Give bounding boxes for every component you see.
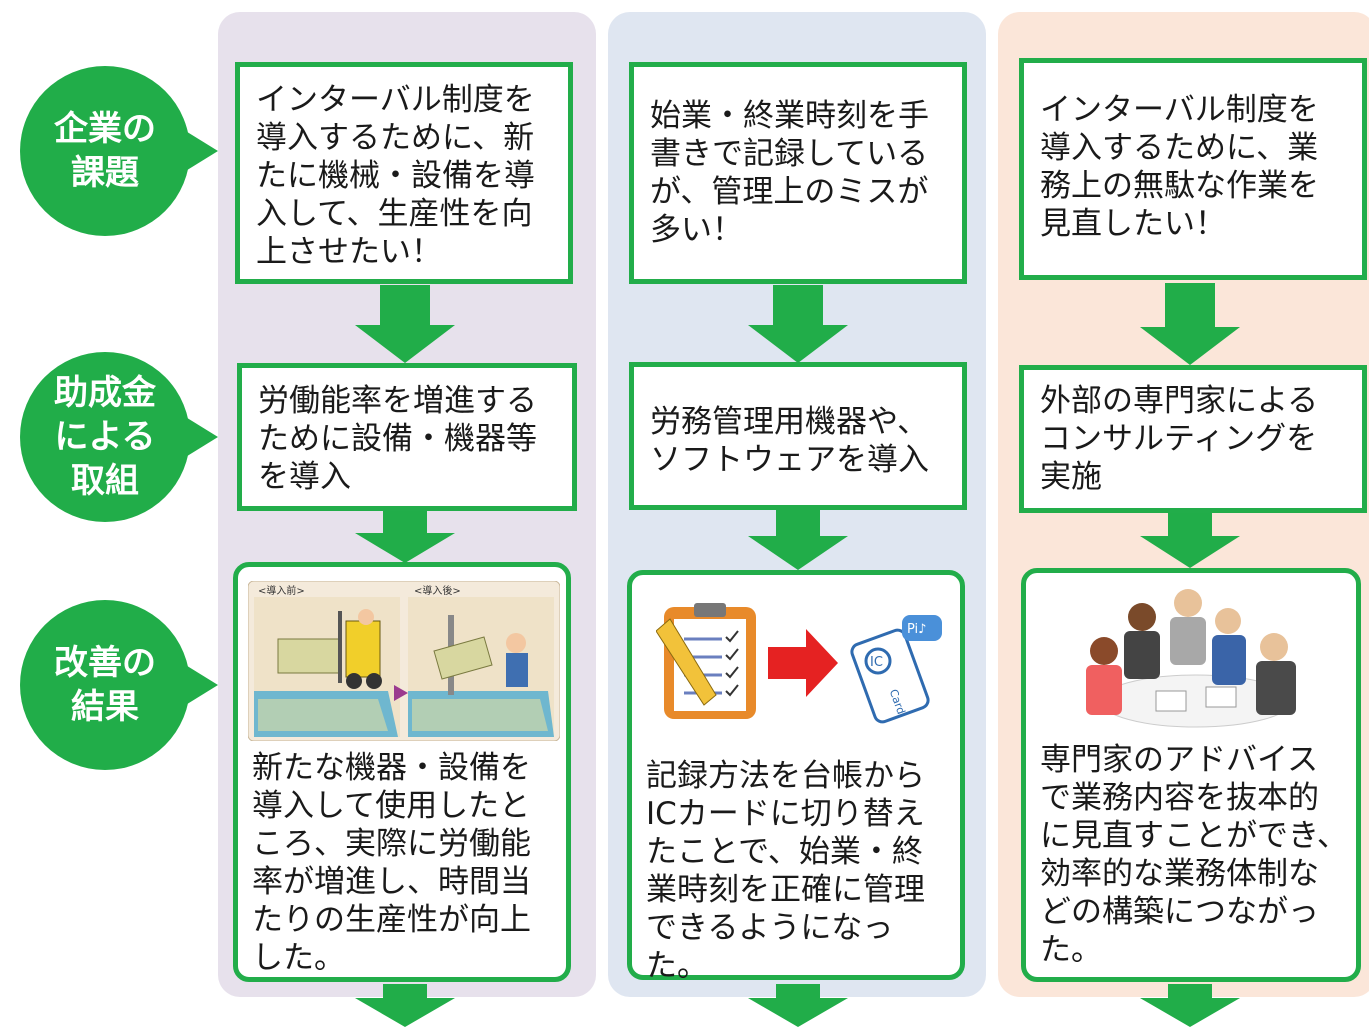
svg-text:Pi♪: Pi♪: [907, 622, 926, 637]
row-label-result: 改善の 結果: [20, 600, 218, 770]
row-label-action-line3: 取組: [71, 461, 139, 501]
svg-text:IC: IC: [870, 655, 883, 670]
action-box-consulting: 外部の専門家による コンサルティングを 実施: [1019, 365, 1367, 513]
row-label-issue-line1: 企業の: [54, 109, 156, 149]
action-box-machinery: 労働能率を増進する ために設備・機器等 を導入: [237, 363, 577, 511]
row-label-action-line1: 助成金: [54, 373, 156, 413]
down-arrow-icon: [1140, 513, 1240, 568]
forklift-before-after-illustration: <導入前> <導入後>: [248, 581, 560, 741]
red-arrow-icon: [768, 629, 838, 697]
down-arrow-icon: [1140, 984, 1240, 1027]
result-text-machinery: 新たな機器・設備を 導入して使用したと ころ、実際に労働能 率が増進し、時間当 …: [252, 750, 531, 976]
ic-card-icon: IC Card Pi♪: [850, 615, 942, 724]
result-box-consulting: 専門家のアドバイス で業務内容を抜本的 に見直すことができ、 効率的な業務体制な…: [1021, 568, 1361, 982]
row-label-result-line2: 結果: [71, 687, 139, 727]
down-arrow-icon: [355, 285, 455, 363]
issue-box-consulting: インターバル制度を 導入するために、業 務上の無駄な作業を 見直したい！: [1019, 58, 1367, 280]
meeting-illustration: [1086, 589, 1296, 728]
issue-box-machinery: インターバル制度を 導入するために、新 たに機械・設備を導 入して、生産性を向 …: [235, 62, 573, 284]
down-arrow-icon: [355, 511, 455, 563]
result-text-consulting: 専門家のアドバイス で業務内容を抜本的 に見直すことができ、 効率的な業務体制な…: [1040, 742, 1348, 968]
result-box-machinery: <導入前> <導入後> 新たな機器・設備を 導入して使用したと ころ、実際に労働…: [233, 562, 571, 982]
down-arrow-icon: [748, 510, 848, 570]
down-arrow-icon: [1140, 283, 1240, 365]
row-label-action: 助成金 による 取組: [20, 352, 218, 522]
down-arrow-icon: [355, 984, 455, 1027]
row-label-issue-line2: 課題: [71, 153, 139, 193]
issue-box-attendance: 始業・終業時刻を手 書きで記録している が、管理上のミスが 多い！: [629, 62, 967, 284]
clipboard-to-ic-card-illustration: IC Card Pi♪: [656, 603, 942, 724]
before-label: <導入前>: [258, 584, 305, 597]
clipboard-icon: [656, 603, 756, 719]
action-box-attendance: 労務管理用機器や、 ソフトウェアを導入: [629, 362, 967, 510]
result-text-attendance: 記録方法を台帳から ICカードに切り替え たことで、始業・終 業時刻を正確に管理…: [646, 758, 925, 984]
row-label-result-line1: 改善の: [54, 643, 156, 683]
down-arrow-icon: [748, 984, 848, 1027]
down-arrow-icon: [748, 285, 848, 363]
result-box-attendance: IC Card Pi♪ 記録方法を台帳から ICカードに切り替え たことで、始業…: [627, 570, 965, 984]
row-label-action-line2: による: [54, 417, 156, 457]
after-label: <導入後>: [414, 584, 461, 597]
row-label-issue: 企業の 課題: [20, 66, 218, 236]
